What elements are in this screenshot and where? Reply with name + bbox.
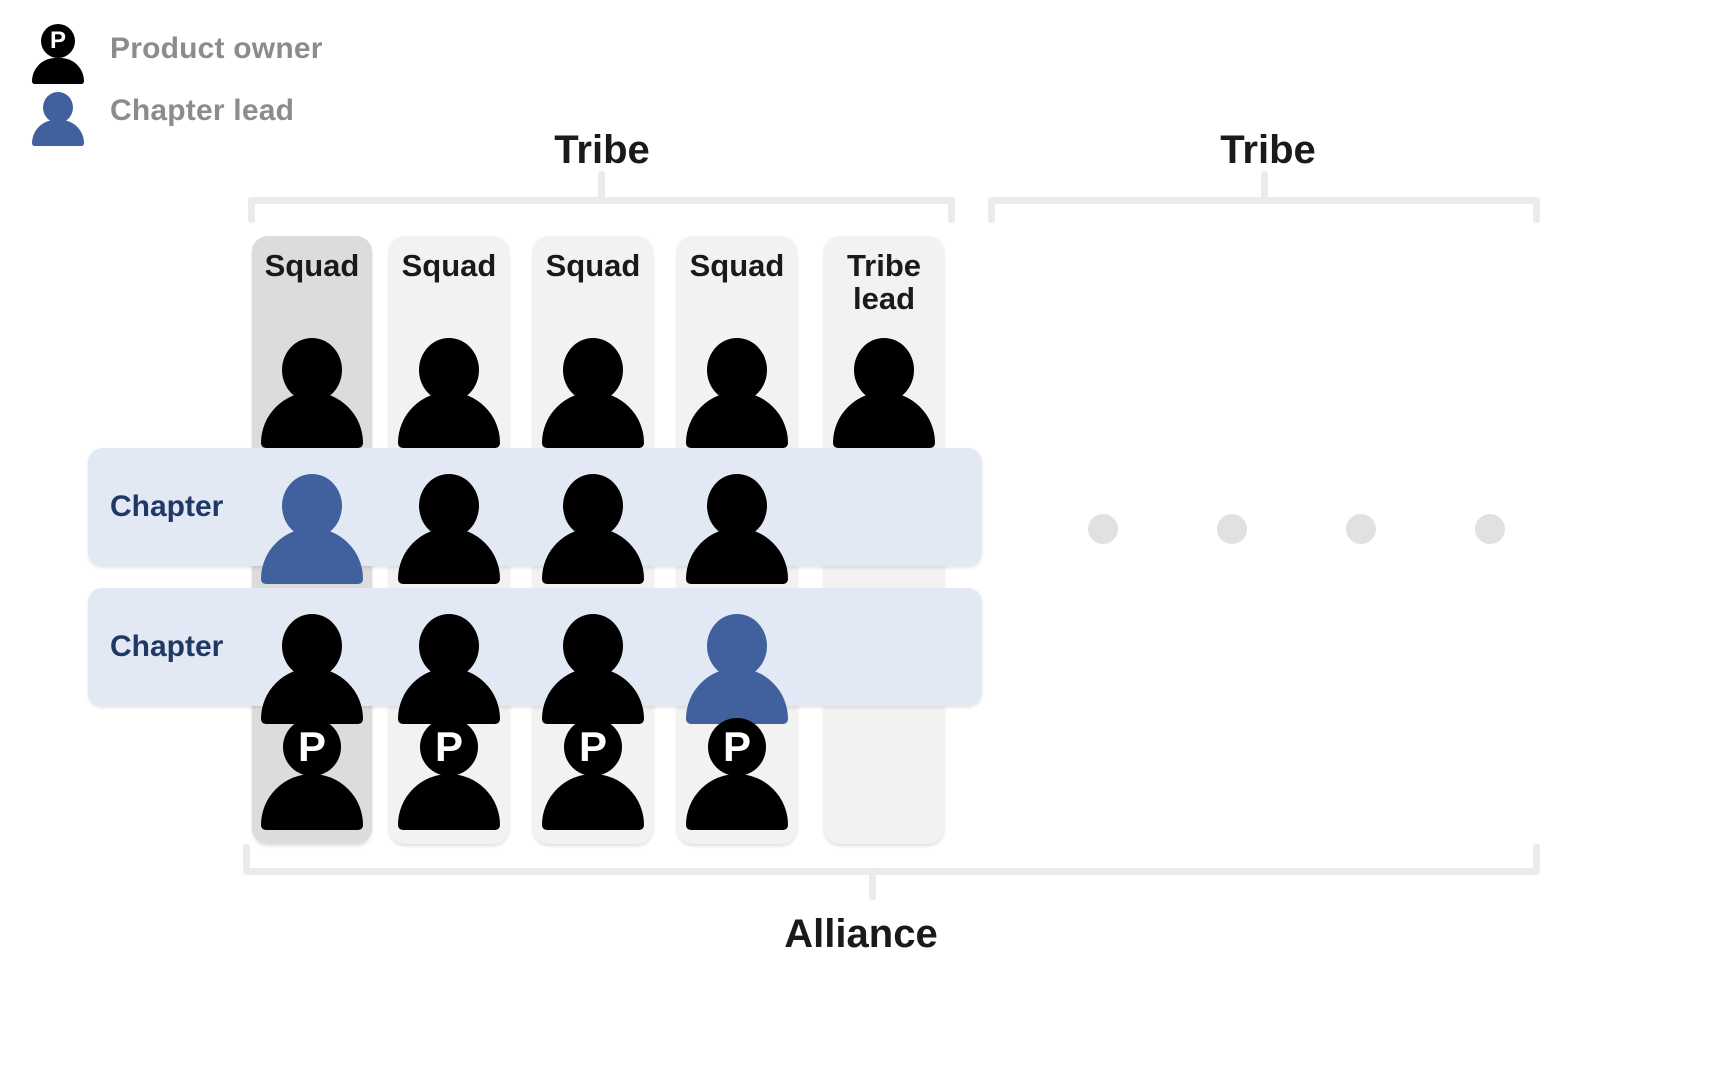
- product-owner-icon: P: [26, 18, 90, 84]
- person-black-r3c2: [389, 608, 509, 726]
- p-badge: P: [283, 718, 341, 776]
- product-owner-r4c4: P: [677, 712, 797, 830]
- placeholder-dot-4: [1475, 514, 1505, 544]
- product-owner-r4c2: P: [389, 712, 509, 830]
- chapter-label-2: Chapter: [110, 630, 224, 663]
- chapter-band-1[interactable]: [88, 448, 982, 566]
- tribe-right-label: Tribe: [1220, 128, 1316, 172]
- p-badge: P: [420, 718, 478, 776]
- squad-column-1-title: Squad: [264, 248, 360, 283]
- legend-item-chapter-lead: Chapter lead: [26, 80, 446, 146]
- squad-column-2-title: Squad: [401, 248, 497, 283]
- person-black-r1c5: [824, 332, 944, 450]
- person-black-r1c1: [252, 332, 372, 450]
- product-owner-r4c3: P: [533, 712, 653, 830]
- legend-label-product-owner: Product owner: [110, 32, 323, 65]
- person-black-r2c4: [677, 468, 797, 586]
- legend-label-chapter-lead: Chapter lead: [110, 94, 295, 127]
- p-badge: P: [564, 718, 622, 776]
- chapter-lead-icon: [26, 80, 90, 146]
- person-black-r2c2: [389, 468, 509, 586]
- person-black-r3c1: [252, 608, 372, 726]
- legend: P Product owner Chapter lead: [26, 18, 446, 146]
- person-black-r1c3: [533, 332, 653, 450]
- placeholder-dot-1: [1088, 514, 1118, 544]
- p-badge: P: [708, 718, 766, 776]
- alliance-bracket: [243, 844, 1540, 900]
- person-black-r2c3: [533, 468, 653, 586]
- p-badge: P: [41, 24, 75, 58]
- chapter-band-2[interactable]: [88, 588, 982, 706]
- person-black-r3c3: [533, 608, 653, 726]
- legend-item-product-owner: P Product owner: [26, 18, 446, 84]
- product-owner-r4c1: P: [252, 712, 372, 830]
- tribe-right-bracket: [988, 171, 1540, 227]
- squad-column-3-title: Squad: [545, 248, 641, 283]
- placeholder-dot-2: [1217, 514, 1247, 544]
- person-blue-r2c1: [252, 468, 372, 586]
- tribe-lead-column-title: Tribe lead: [846, 248, 922, 316]
- placeholder-dot-3: [1346, 514, 1376, 544]
- person-black-r1c4: [677, 332, 797, 450]
- person-black-r1c2: [389, 332, 509, 450]
- alliance-label: Alliance: [784, 912, 938, 956]
- squad-column-4-title: Squad: [689, 248, 785, 283]
- tribe-left-bracket: [248, 171, 955, 227]
- tribe-left-label: Tribe: [554, 128, 650, 172]
- chapter-label-1: Chapter: [110, 490, 224, 523]
- person-blue-r3c4: [677, 608, 797, 726]
